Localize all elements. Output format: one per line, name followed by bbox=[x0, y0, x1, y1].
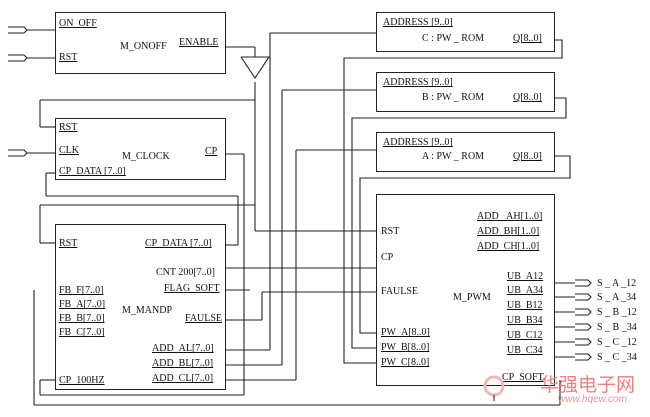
rom-a-q: Q[8..0] bbox=[513, 151, 542, 162]
mandp-out-faulse: FAULSE bbox=[185, 313, 223, 324]
pwm-out-ub-c34: UB_C34 bbox=[507, 345, 543, 356]
pin-s-b-34 bbox=[575, 323, 592, 331]
pwm-in-pw-a: PW_A[8..0] bbox=[381, 327, 430, 338]
pwm-in-rst: RST bbox=[381, 226, 400, 237]
pwm-out-add-bh: ADD_BH[1..0] bbox=[477, 226, 540, 237]
rom-b-q: Q[8..0] bbox=[513, 92, 542, 103]
pin-clk bbox=[8, 149, 28, 157]
wire-rom-b-q bbox=[351, 97, 567, 349]
output-label: S _ A _12 bbox=[597, 278, 637, 289]
pwm-out-ub-a34: UB_A34 bbox=[507, 285, 544, 296]
block-m-pwm[interactable] bbox=[376, 194, 555, 386]
pwm-out-cp-soft: CP_SOFT bbox=[502, 372, 544, 383]
block-m-onoff[interactable] bbox=[55, 12, 226, 74]
clock-in-rst: RST bbox=[59, 122, 78, 133]
pwm-out-ub-b12: UB_B12 bbox=[507, 300, 543, 311]
mandp-out-add-cl: ADD_CL[7..0] bbox=[152, 373, 214, 384]
output-label: S _ A _34 bbox=[597, 292, 637, 303]
mandp-in-fb-c: FB_C[7..0] bbox=[59, 327, 105, 338]
pin-on-off bbox=[8, 26, 28, 34]
block-rom-c[interactable] bbox=[376, 12, 555, 52]
pin-s-c-34 bbox=[575, 353, 592, 361]
onoff-name: M_ONOFF bbox=[120, 41, 167, 52]
watermark-url: www.hqew.com bbox=[558, 394, 627, 405]
onoff-in-on-off: ON_OFF bbox=[59, 18, 97, 29]
rom-a-name: A : PW _ ROM bbox=[422, 151, 485, 162]
pwm-out-add-ch: ADD_CH[1..0] bbox=[477, 241, 540, 252]
clock-in-cp-data: CP_DATA [7..0] bbox=[59, 166, 126, 177]
output-label: S _ C _34 bbox=[597, 352, 637, 363]
clock-in-clk: CLK bbox=[59, 145, 79, 156]
watermark-cn: 华强电子网 bbox=[540, 374, 636, 396]
pwm-out-ub-c12: UB_C12 bbox=[507, 330, 543, 341]
mandp-name: M_MANDP bbox=[122, 305, 173, 316]
mandp-in-cp-100hz: CP_100HZ bbox=[59, 375, 105, 386]
mandp-out-cnt200: CNT 200[7..0] bbox=[156, 267, 215, 278]
watermark-logo-icon bbox=[483, 375, 505, 401]
inverter-symbol bbox=[240, 56, 271, 79]
pwm-out-add-ah: ADD _AH[1..0] bbox=[477, 211, 543, 222]
mandp-in-fb-b: FB_B[7..0] bbox=[59, 313, 105, 324]
rom-c-q: Q[8..0] bbox=[513, 33, 542, 44]
pin-s-c-12 bbox=[575, 338, 592, 346]
pwm-in-faulse: FAULSE bbox=[381, 286, 419, 297]
mandp-out-flag-soft: FLAG_SOFT bbox=[164, 283, 220, 294]
rom-c-address: ADDRESS [9..0] bbox=[383, 17, 453, 28]
mandp-out-add-bl: ADD_BL[7..0] bbox=[152, 358, 214, 369]
pwm-in-pw-b: PW_B[8..0] bbox=[381, 342, 430, 353]
rom-b-address: ADDRESS [9..0] bbox=[383, 77, 453, 88]
output-label: S _ C _12 bbox=[597, 337, 637, 348]
pwm-in-pw-c: PW_C[8..0] bbox=[381, 357, 430, 368]
block-m-mandp[interactable] bbox=[55, 224, 226, 390]
mandp-out-cp-data: CP_DATA [7..0] bbox=[145, 238, 212, 249]
mandp-in-rst: RST bbox=[59, 238, 78, 249]
pin-s-b-12 bbox=[575, 308, 592, 316]
output-label: S _ B _34 bbox=[597, 322, 637, 333]
block-rom-b[interactable] bbox=[376, 72, 555, 112]
pwm-in-cp: CP bbox=[381, 252, 394, 263]
onoff-in-rst: RST bbox=[59, 52, 78, 63]
pwm-name: M_PWM bbox=[453, 292, 491, 303]
pwm-out-ub-a12: UB_A12 bbox=[507, 271, 544, 282]
pin-rst-top bbox=[8, 54, 28, 62]
pin-s-a-34 bbox=[575, 293, 592, 301]
pin-s-a-12 bbox=[575, 279, 592, 287]
onoff-out-enable: ENABLE bbox=[179, 37, 219, 48]
rom-c-name: C : PW _ ROM bbox=[422, 33, 485, 44]
pwm-out-ub-b34: UB_B34 bbox=[507, 315, 543, 326]
mandp-in-fb-f: FB_F[7..0] bbox=[59, 285, 104, 296]
clock-out-cp: CP bbox=[205, 146, 218, 157]
wire-rom-c-q bbox=[343, 39, 563, 364]
block-m-clock[interactable] bbox=[55, 118, 226, 180]
clock-name: M_CLOCK bbox=[122, 151, 170, 162]
mandp-out-add-al: ADD_AL[7..0] bbox=[152, 343, 214, 354]
output-label: S _ B _12 bbox=[597, 307, 637, 318]
rom-a-address: ADDRESS [9..0] bbox=[383, 137, 453, 148]
mandp-in-fb-a: FB_A[7..0] bbox=[59, 299, 106, 310]
rom-b-name: B : PW _ ROM bbox=[422, 92, 485, 103]
wire-rom-a-q bbox=[359, 155, 571, 334]
block-rom-a[interactable] bbox=[376, 132, 555, 172]
